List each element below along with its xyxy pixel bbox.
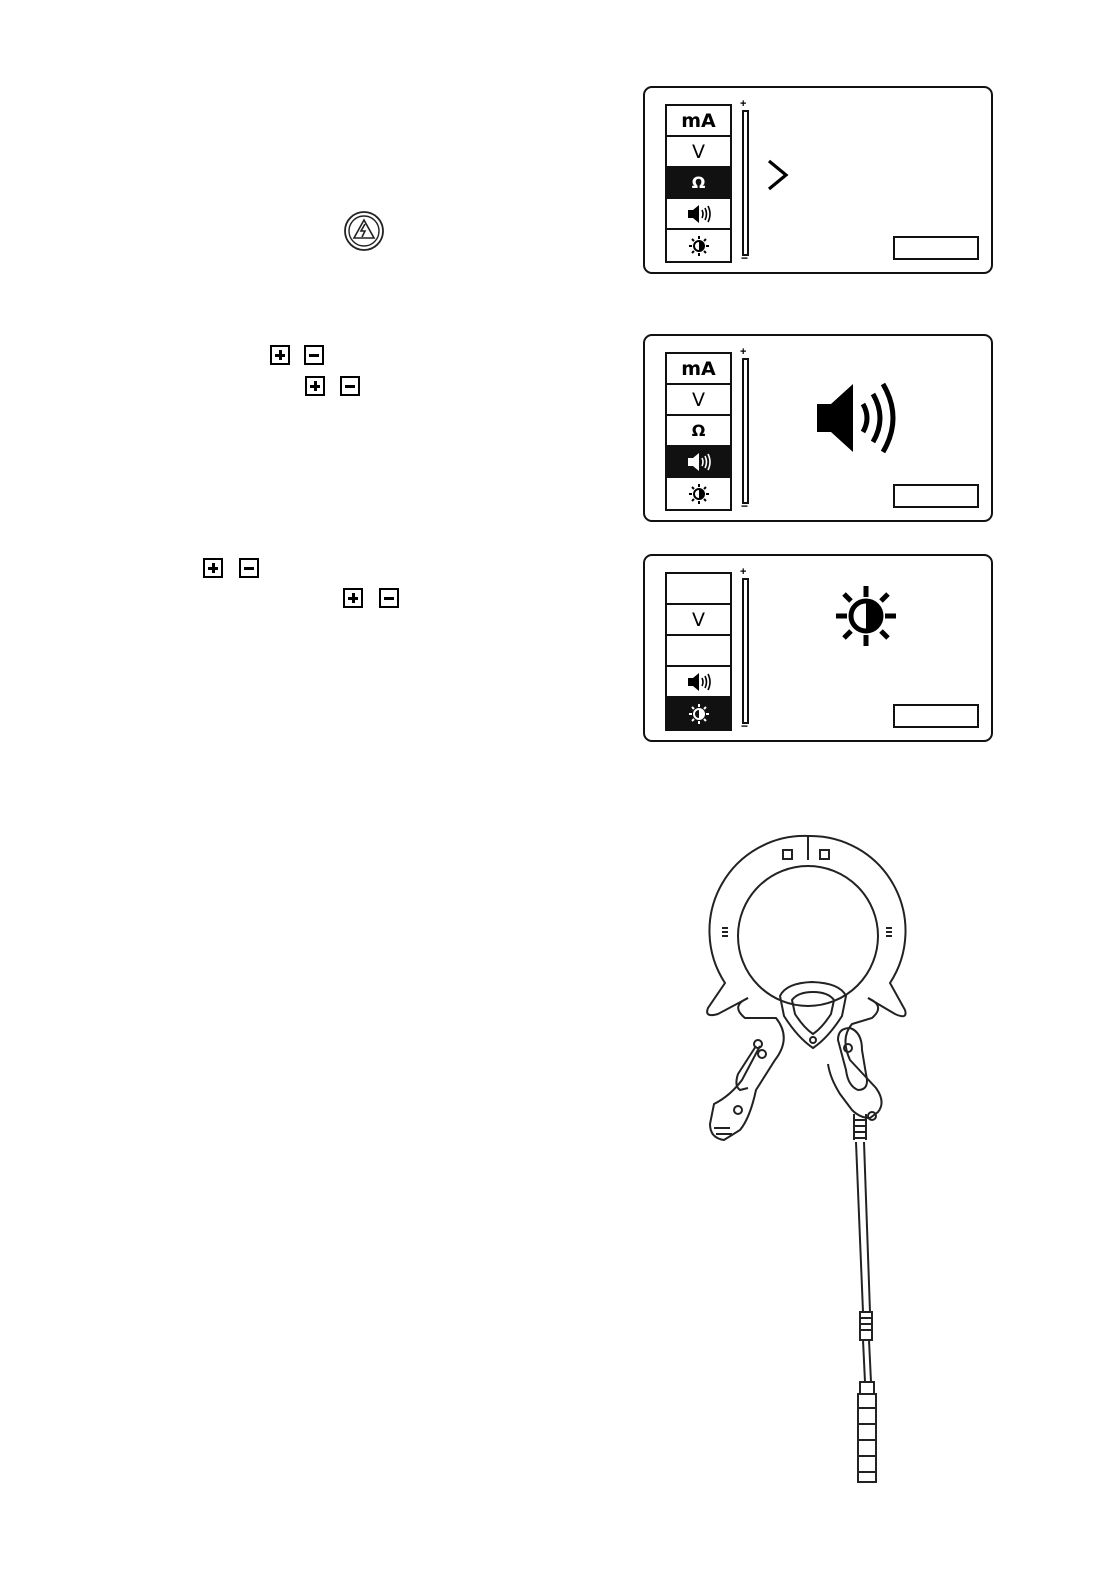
menu-item-label: mA [681, 110, 716, 132]
menu-item-ma: mA [667, 106, 730, 137]
mode-menu: V [665, 572, 732, 731]
level-bar [742, 110, 749, 256]
sun-icon [688, 235, 710, 257]
lightning-warning-icon [343, 210, 385, 252]
mode-menu: mA V Ω [665, 104, 732, 263]
minus-icon [340, 376, 360, 396]
menu-item-v: V [667, 137, 730, 168]
bar-minus-label: − [741, 720, 748, 732]
bar-plus-label: + [740, 567, 746, 578]
minus-icon [304, 345, 324, 365]
speaker-icon [813, 378, 903, 458]
sun-icon [688, 703, 710, 725]
plus-icon [203, 558, 223, 578]
lcd-panel-buzzer: mA V Ω + − [643, 334, 993, 522]
menu-item-label: V [692, 609, 705, 631]
level-bar [742, 358, 749, 504]
value-box [893, 236, 979, 260]
menu-item-backlight [667, 230, 730, 261]
menu-item-buzzer [667, 667, 730, 698]
menu-item-blank [667, 636, 730, 667]
plus-icon [343, 588, 363, 608]
value-box [893, 704, 979, 728]
menu-item-v: V [667, 605, 730, 636]
lcd-panel-backlight: V + − [643, 554, 993, 742]
bar-plus-label: + [740, 99, 746, 110]
minus-icon [239, 558, 259, 578]
speaker-icon [686, 451, 712, 473]
bar-minus-label: − [741, 500, 748, 512]
sun-icon [688, 483, 710, 505]
chevron-right-icon [765, 158, 791, 192]
minus-icon [379, 588, 399, 608]
menu-item-buzzer [667, 199, 730, 230]
bar-minus-label: − [741, 252, 748, 264]
value-box [893, 484, 979, 508]
menu-item-backlight [667, 698, 730, 729]
menu-item-ma: mA [667, 354, 730, 385]
menu-item-label: V [692, 389, 705, 411]
lcd-panel-ohm: mA V Ω + − [643, 86, 993, 274]
speaker-icon [686, 203, 712, 225]
menu-item-blank [667, 574, 730, 605]
menu-item-v: V [667, 385, 730, 416]
menu-item-ohm: Ω [667, 416, 730, 447]
menu-item-label: Ω [692, 173, 706, 192]
menu-item-label: mA [681, 358, 716, 380]
menu-item-label: V [692, 141, 705, 163]
current-clamp-probe-illustration [700, 828, 930, 1488]
sun-icon [834, 584, 898, 648]
level-bar [742, 578, 749, 724]
plus-icon [270, 345, 290, 365]
menu-item-label: Ω [692, 421, 706, 440]
plus-icon [305, 376, 325, 396]
mode-menu: mA V Ω [665, 352, 732, 511]
bar-plus-label: + [740, 347, 746, 358]
menu-item-ohm: Ω [667, 168, 730, 199]
menu-item-backlight [667, 478, 730, 509]
speaker-icon [686, 671, 712, 693]
menu-item-buzzer [667, 447, 730, 478]
